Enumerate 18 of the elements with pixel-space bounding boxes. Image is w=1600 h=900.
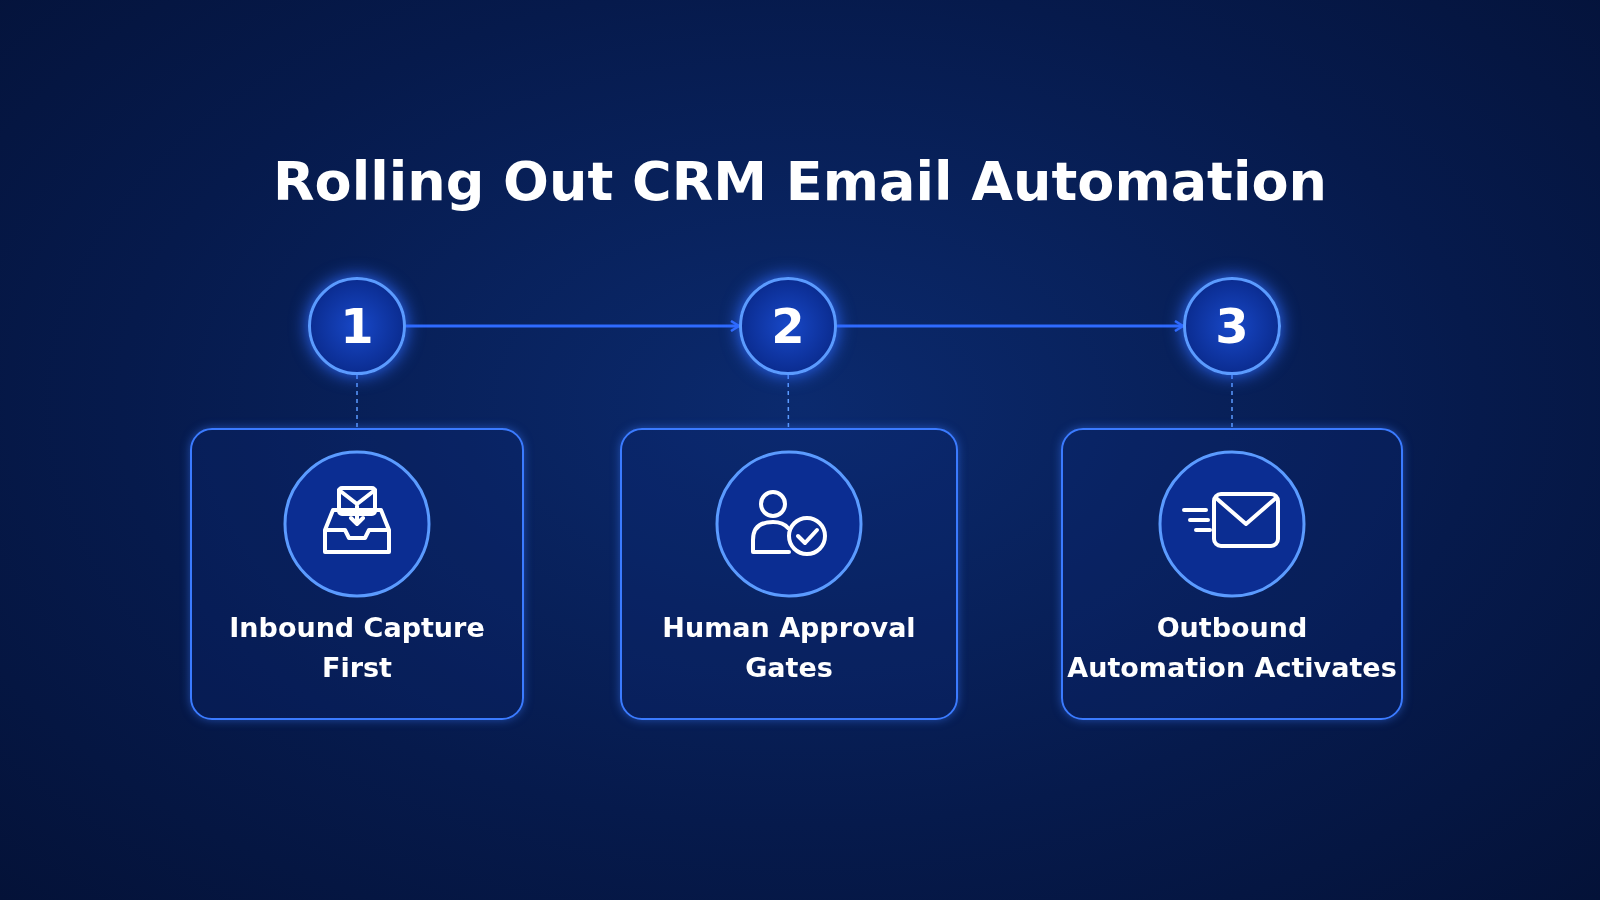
step-number-circle [308,277,406,375]
connector-line [356,374,358,429]
step-card [1061,428,1403,720]
step-card [190,428,524,720]
step-number-circle [739,277,837,375]
step-label: Outbound Automation Activates [1067,611,1397,685]
step-number: 1 [340,298,374,354]
step-number-circle [1183,277,1281,375]
title: Rolling Out CRM Email Automation [272,150,1328,213]
step-label: Inbound Capture First [228,611,486,685]
arrow [406,319,741,333]
arrow [837,319,1185,333]
step-label: Human Approval Gates [661,611,917,685]
connector-line [787,374,790,429]
step-number: 2 [771,298,805,354]
connector-line [1231,374,1233,429]
step-number: 3 [1215,298,1249,354]
step-card [620,428,958,720]
